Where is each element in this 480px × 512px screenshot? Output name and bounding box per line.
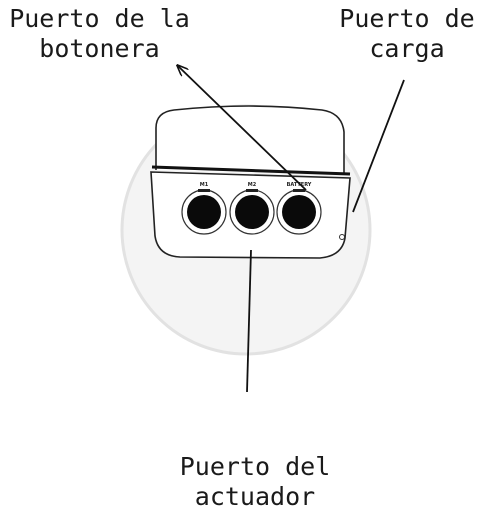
port-battery-label: BATTERY (287, 182, 312, 188)
actuator-port-label: Puerto del actuador (170, 452, 340, 512)
actuator-port-leader (246, 249, 252, 393)
keypad-port-label-line-2: botonera (39, 34, 160, 63)
device-housing-top (155, 105, 345, 175)
charge-port-leader (352, 79, 405, 213)
keypad-port-label: Puerto de la botonera (2, 4, 197, 64)
charge-port-label: Puerto de carga (334, 4, 480, 64)
port-m1-label: M1 (200, 182, 209, 188)
keypad-port-label-line-1: Puerto de la (9, 4, 190, 33)
charge-port-label-line-1: Puerto de (339, 4, 475, 33)
port-m2: M2 (229, 182, 275, 235)
housing-seam (151, 165, 351, 176)
port-m1: M1 (181, 182, 227, 235)
actuator-port-label-line-2: actuador (194, 482, 316, 511)
keypad-port-arrow (178, 66, 307, 191)
port-m2-label: M2 (248, 182, 257, 188)
port-battery: BATTERY (276, 182, 322, 235)
side-indicator (339, 234, 345, 240)
charge-port-label-line-2: carga (369, 34, 445, 63)
actuator-port-label-line-1: Puerto del (179, 452, 331, 481)
